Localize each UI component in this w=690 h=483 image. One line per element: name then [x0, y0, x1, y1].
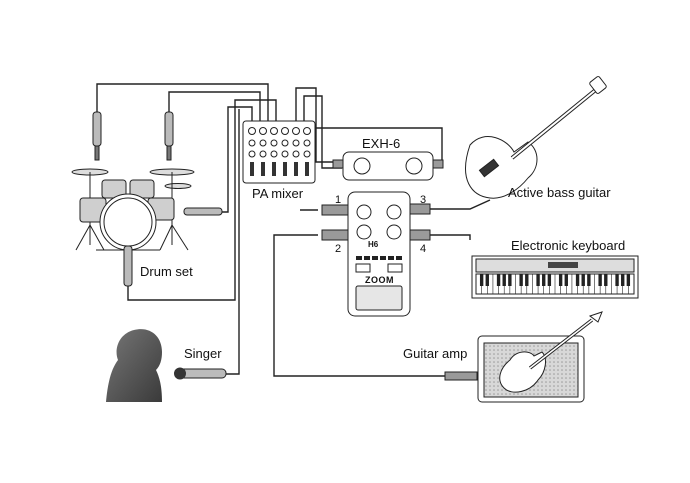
input-jack-4	[409, 229, 431, 241]
keyboard-black-keys	[479, 274, 631, 294]
black-key	[525, 274, 529, 286]
cable-singer-mic	[226, 109, 240, 375]
black-key	[485, 274, 489, 286]
guitar-amp-illustration	[444, 311, 603, 403]
black-key	[598, 274, 602, 286]
black-key	[581, 274, 585, 286]
black-key	[587, 274, 591, 286]
black-key	[496, 274, 501, 286]
black-key	[479, 274, 484, 286]
cable-kick-mic	[127, 99, 277, 301]
cable-mixer-to-exh6-a	[295, 87, 342, 163]
exh6-label: EXH-6	[362, 136, 401, 151]
cable-snare-mic	[222, 106, 253, 213]
black-key	[542, 274, 546, 286]
pa-mixer-label: PA mixer	[252, 186, 304, 201]
black-key	[626, 274, 631, 286]
input-4-label: 4	[420, 243, 427, 255]
input-1-label: 1	[335, 194, 342, 206]
black-key	[547, 274, 552, 286]
input-2-label: 2	[335, 243, 342, 255]
input-jack-1	[321, 204, 349, 216]
cable-overhead-mic-left	[96, 83, 269, 122]
input-jack-3	[409, 203, 431, 215]
kick-mic	[123, 245, 133, 287]
black-key	[564, 274, 568, 286]
guitar-amp-label: Guitar amp	[403, 346, 468, 361]
recorder-model-label: H6	[368, 240, 379, 249]
snare-mic	[183, 207, 223, 216]
singer-label: Singer	[184, 346, 222, 361]
black-key	[558, 274, 563, 286]
black-key	[615, 274, 619, 286]
drum-set-illustration	[71, 111, 223, 287]
cable-input3-bass	[428, 199, 491, 210]
black-key	[519, 274, 523, 286]
drum-set-label: Drum set	[140, 264, 193, 279]
cable-mixer-to-exh6-b	[303, 95, 342, 169]
black-key	[621, 274, 625, 286]
black-key	[508, 274, 512, 286]
black-key	[536, 274, 540, 286]
electronic-keyboard-label: Electronic keyboard	[511, 238, 626, 253]
overhead-mic-left	[92, 111, 102, 147]
active-bass-guitar-label: Active bass guitar	[508, 185, 611, 200]
active-bass-guitar-illustration	[465, 76, 607, 199]
black-key	[604, 274, 608, 286]
zoom-h6-recorder-illustration	[321, 191, 431, 317]
cable-overhead-mic-right	[168, 91, 261, 122]
cable-input4-keyboard	[428, 234, 471, 240]
recorder-body	[347, 191, 411, 317]
input-jack-2	[321, 229, 349, 241]
black-key	[575, 274, 580, 286]
input-3-label: 3	[420, 194, 427, 206]
exh6-capsule-illustration	[332, 151, 444, 181]
pa-mixer-illustration	[242, 120, 316, 184]
overhead-mic-right	[164, 111, 174, 147]
recorder-brand-label: ZOOM	[365, 275, 394, 285]
cable-input2-guitar-amp	[273, 234, 445, 377]
recorder-screen	[355, 285, 403, 311]
singer-illustration	[106, 329, 227, 402]
bass-drum	[99, 193, 157, 251]
singer-silhouette	[106, 329, 162, 402]
black-key	[502, 274, 506, 286]
